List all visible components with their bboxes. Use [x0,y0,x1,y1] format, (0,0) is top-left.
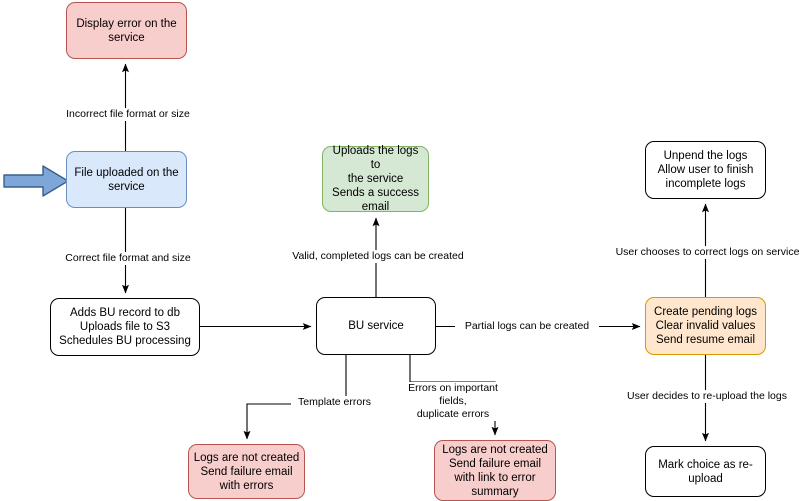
node-bu-service[interactable]: BU service [316,297,436,355]
node-logs-not-created-errors[interactable]: Logs are not created Send failure email … [188,444,305,499]
start-block-arrow-icon [3,165,69,197]
node-unpend-logs[interactable]: Unpend the logs Allow user to finish inc… [645,141,766,199]
edge-label-user-reuploads: User decides to re-upload the logs [617,390,797,403]
node-logs-not-created-summary[interactable]: Logs are not created Send failure email … [434,440,556,501]
node-mark-reupload[interactable]: Mark choice as re- upload [645,446,766,497]
edge-label-valid-logs: Valid, completed logs can be created [281,250,475,263]
node-file-uploaded[interactable]: File uploaded on the service [66,151,187,208]
edge-label-important-errors: Errors on important fields, duplicate er… [392,382,514,421]
edge-label-user-corrects: User chooses to correct logs on service [607,246,801,259]
edge-label-incorrect-format: Incorrect file format or size [56,108,200,121]
edge-label-partial-logs: Partial logs can be created [455,320,599,333]
node-adds-bu-record[interactable]: Adds BU record to db Uploads file to S3 … [50,298,200,356]
node-uploads-logs[interactable]: Uploads the logs to the service Sends a … [322,145,429,213]
node-create-pending-logs[interactable]: Create pending logs Clear invalid values… [645,297,766,355]
edge-label-correct-format: Correct file format and size [58,252,198,265]
edge-label-template-errors: Template errors [291,396,378,409]
node-display-error[interactable]: Display error on the service [66,2,187,59]
